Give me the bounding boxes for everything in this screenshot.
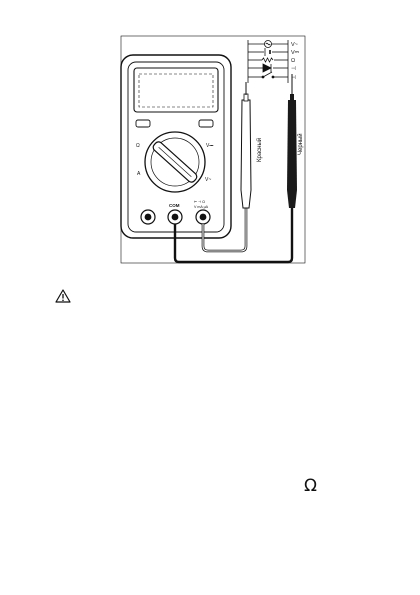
circuit-label-ohm: Ω <box>291 58 295 64</box>
red-probe-label: Красный <box>256 138 263 162</box>
circuit-label-vdc: V⎓ <box>291 50 300 56</box>
circuit-labels: V~ V⎓ Ω ⊣ ⊣ <box>291 42 300 81</box>
circuit-label-switch: ⊣ <box>291 74 296 81</box>
warning-triangle-icon <box>55 289 71 303</box>
input-label-2: V mA μA <box>194 205 209 209</box>
black-probe-label: Черный <box>297 133 304 155</box>
circuit-schematic <box>248 40 288 83</box>
multimeter-body: Ω V⎓ V~ A COM ⊢ ⊣ Ω V mA μA <box>121 55 231 238</box>
input-label-1: ⊢ ⊣ Ω <box>194 200 205 204</box>
circuit-label-diode: ⊣ <box>291 65 296 72</box>
circuit-label-vac: V~ <box>291 42 298 48</box>
dial-label-vdc: V⎓ <box>206 143 213 149</box>
omega-symbol: Ω <box>304 478 317 495</box>
black-probe <box>287 100 297 208</box>
red-probe <box>241 100 251 208</box>
dial-label-ohm: Ω <box>136 143 140 149</box>
com-label: COM <box>169 203 180 208</box>
dial-label-vac: V~ <box>205 177 211 183</box>
